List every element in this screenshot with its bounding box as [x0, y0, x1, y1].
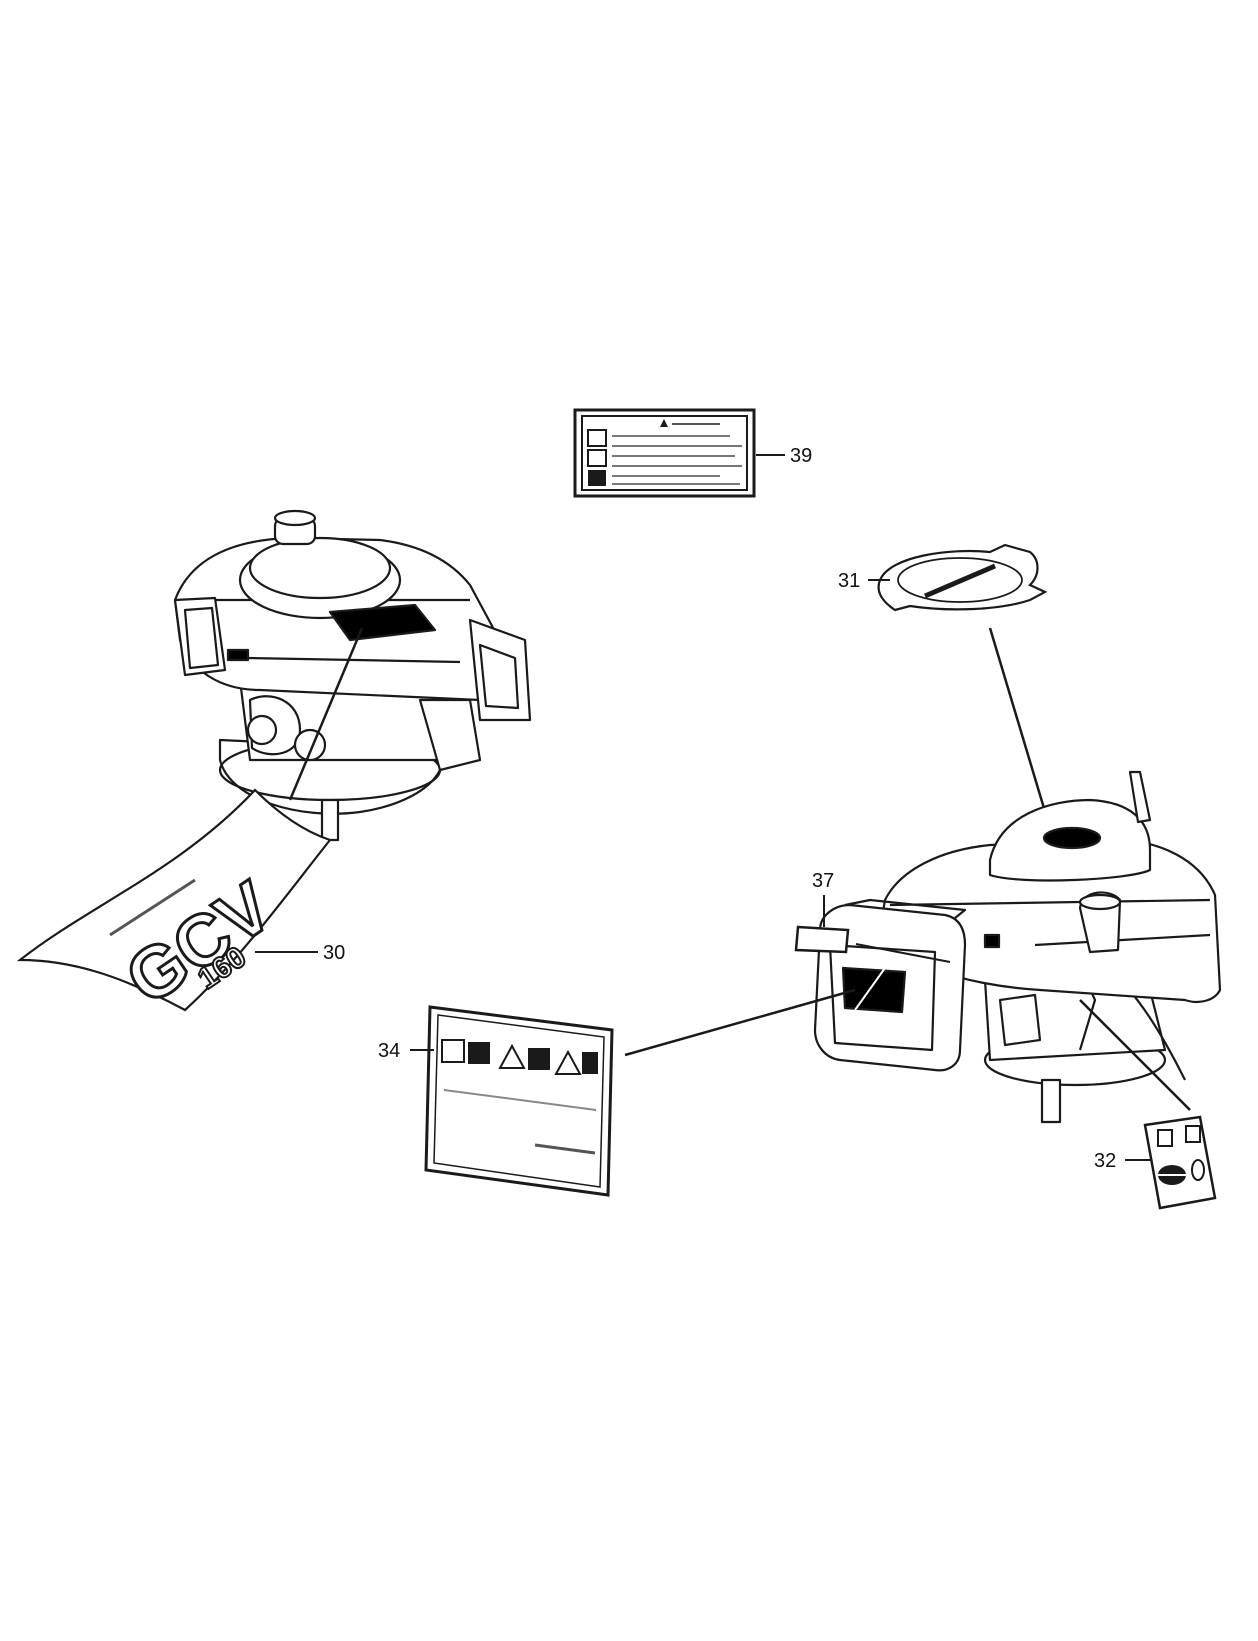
leader-line-30-engine	[288, 627, 364, 801]
callout-31[interactable]: 31	[838, 570, 860, 592]
warning-label-34[interactable]	[424, 1005, 614, 1197]
decal-gcv-30[interactable]: GCV 160	[16, 788, 332, 1022]
engine-right	[813, 770, 1222, 1124]
choke-label-32[interactable]	[1143, 1115, 1217, 1210]
leader-line-32-engine	[1079, 999, 1191, 1111]
callout-30[interactable]: 30	[323, 942, 345, 964]
callout-34[interactable]: 34	[378, 1040, 400, 1062]
small-label-37[interactable]	[794, 925, 850, 954]
callout-39[interactable]: 39	[790, 445, 812, 467]
callout-37[interactable]: 37	[812, 870, 834, 892]
leader-line-31-engine	[988, 627, 1054, 836]
engine-left	[173, 509, 532, 842]
callout-32[interactable]: 32	[1094, 1150, 1116, 1172]
cap-label-31[interactable]	[877, 543, 1048, 612]
leader-line-34-engine	[624, 988, 856, 1057]
leader-line-37-engine	[855, 943, 951, 963]
safety-label-39[interactable]	[573, 408, 756, 498]
